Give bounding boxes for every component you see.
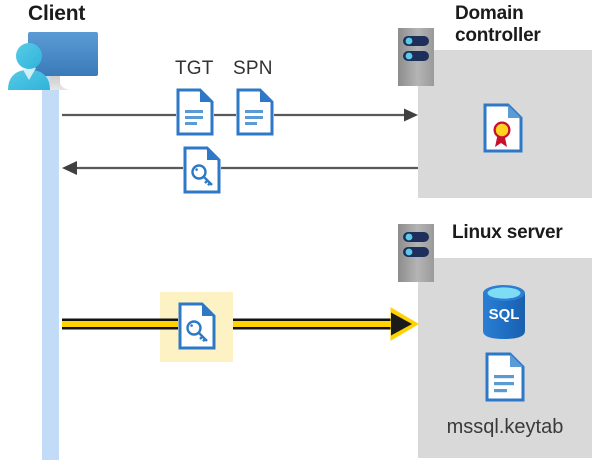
label-spn: SPN bbox=[233, 58, 273, 79]
client-lifeline bbox=[42, 72, 59, 460]
key-document-icon-auth bbox=[178, 302, 216, 350]
page-title-linux-server: Linux server bbox=[452, 222, 563, 243]
svg-text:SQL: SQL bbox=[489, 306, 520, 323]
document-icon-keytab bbox=[485, 352, 525, 402]
key-document-icon-response bbox=[183, 146, 221, 194]
certificate-document-icon bbox=[483, 103, 523, 158]
page-title-domain-controller: Domain controller bbox=[455, 3, 541, 47]
sql-database-icon: SQL bbox=[481, 284, 527, 340]
page-title-client: Client bbox=[28, 2, 86, 25]
server-rack-icon-domain-controller bbox=[398, 28, 434, 86]
label-keytab-file: mssql.keytab bbox=[446, 416, 564, 438]
client-workstation-icon bbox=[6, 24, 98, 96]
server-rack-icon-linux-server bbox=[398, 224, 434, 282]
document-icon-spn bbox=[236, 88, 274, 136]
label-tgt: TGT bbox=[175, 58, 214, 79]
document-icon-tgt bbox=[176, 88, 214, 136]
